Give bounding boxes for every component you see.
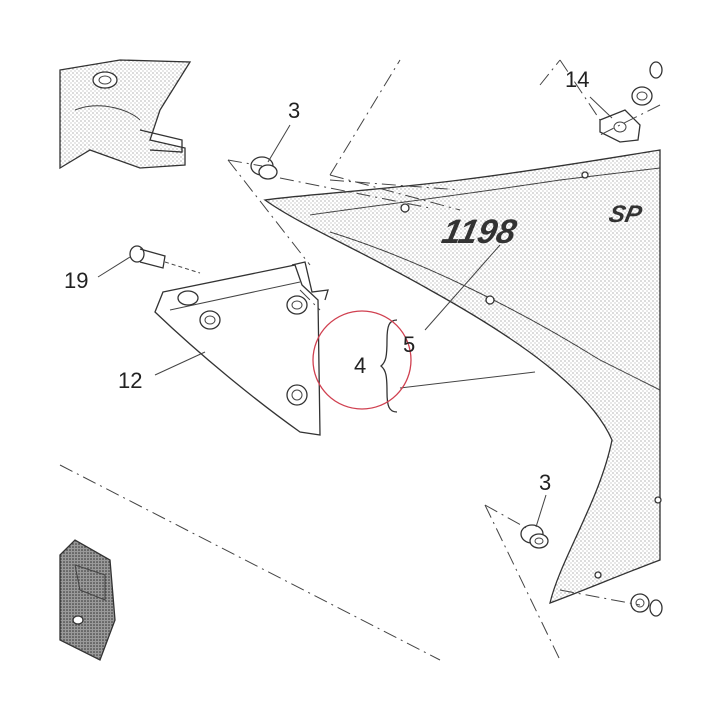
callout-14: 14	[565, 67, 589, 92]
grommet-part-bottom	[520, 524, 549, 549]
leader-lines	[97, 96, 613, 528]
frame-part-bottom-left	[59, 539, 116, 661]
callout-12: 12	[118, 368, 142, 393]
side-fairing-panel: 1198 SP	[263, 149, 662, 605]
clip-part	[599, 61, 663, 143]
callout-5: 5	[403, 332, 415, 357]
reference-lines	[59, 59, 661, 661]
callout-3-top: 3	[288, 98, 300, 123]
highlight-circle	[312, 310, 412, 410]
decal-suffix: SP	[607, 201, 645, 228]
bolt-part	[129, 245, 201, 274]
washer-part	[630, 593, 663, 617]
grommet-part-top	[250, 156, 278, 180]
bracket-part	[154, 261, 329, 436]
frame-part-top-left	[59, 59, 192, 170]
callout-4: 4	[354, 353, 366, 378]
callout-3-bottom: 3	[539, 470, 551, 495]
callout-19: 19	[64, 268, 88, 293]
decal-model-number: 1198	[439, 213, 521, 251]
